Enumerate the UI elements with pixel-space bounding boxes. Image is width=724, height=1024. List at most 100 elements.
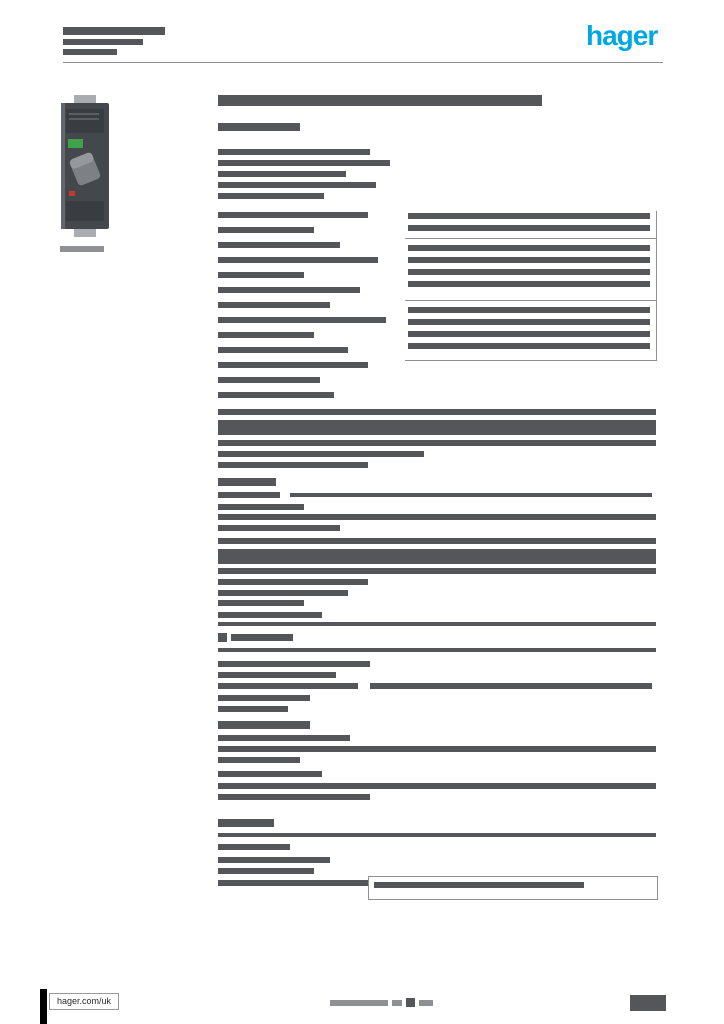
redacted-text-line xyxy=(218,317,386,323)
redacted-text-line xyxy=(218,149,370,155)
redacted-text-line xyxy=(218,440,656,446)
table-value-bar xyxy=(374,882,584,888)
section-heading-bar xyxy=(218,721,310,729)
redacted-text-line xyxy=(218,514,656,520)
redacted-text-line xyxy=(218,600,304,606)
table-value-bar xyxy=(408,225,650,231)
lower-panel xyxy=(66,201,104,221)
redacted-text-line xyxy=(218,504,304,510)
redacted-text-line xyxy=(218,302,330,308)
footer-mark-icon xyxy=(406,998,415,1007)
redacted-text-line xyxy=(218,757,300,763)
redacted-text-line xyxy=(218,868,314,874)
table-value-bar xyxy=(408,319,650,325)
redacted-text-line xyxy=(218,683,358,689)
vent-line xyxy=(69,113,99,115)
redacted-text-line xyxy=(218,538,656,544)
table-value-bar xyxy=(408,257,650,263)
redacted-text-line xyxy=(218,844,290,850)
redacted-text-line xyxy=(218,622,656,626)
paragraph-block-bar xyxy=(218,549,656,564)
redacted-text-line xyxy=(218,182,376,188)
table-value-bar xyxy=(408,269,650,275)
redacted-text-line xyxy=(290,493,652,497)
redacted-text-line xyxy=(218,579,368,585)
section-heading-bar xyxy=(218,123,300,131)
redacted-text-line xyxy=(218,783,656,789)
redacted-text-line xyxy=(218,257,378,263)
redacted-text-line xyxy=(218,362,368,368)
product-caption-bar xyxy=(60,246,104,252)
redacted-text-line xyxy=(218,272,304,278)
footer-text-bar xyxy=(419,1000,433,1006)
redacted-text-line xyxy=(218,332,314,338)
section-heading-bar xyxy=(218,819,274,827)
section-heading-bar xyxy=(218,478,276,486)
table-value-bar xyxy=(408,245,650,251)
redacted-text-line xyxy=(218,287,360,293)
redacted-text-line xyxy=(218,648,656,652)
upper-panel xyxy=(66,109,104,133)
list-bullet-square xyxy=(218,633,227,642)
redacted-text-line xyxy=(218,746,656,752)
redacted-text-line xyxy=(218,695,310,701)
redacted-text-line xyxy=(218,171,346,177)
page-number-block xyxy=(630,995,666,1011)
redacted-text-line xyxy=(218,771,322,777)
hager-logo: hager xyxy=(586,20,658,51)
toggle-lever xyxy=(69,152,101,186)
table-divider xyxy=(405,238,657,239)
value-outline-box xyxy=(368,876,658,900)
header-divider xyxy=(63,62,663,63)
redacted-text-line xyxy=(218,377,320,383)
table-value-bar xyxy=(370,683,652,689)
redacted-text-line xyxy=(218,160,390,166)
redacted-text-line xyxy=(218,833,656,837)
table-value-bar xyxy=(408,331,650,337)
redacted-text-line xyxy=(218,590,348,596)
table-value-bar xyxy=(408,343,650,349)
din-clip-top xyxy=(74,95,96,105)
table-value-bar xyxy=(408,213,650,219)
redacted-text-line xyxy=(218,568,656,574)
header-date-line xyxy=(63,49,117,55)
table-value-bar xyxy=(408,281,650,287)
status-indicator xyxy=(69,191,75,196)
table-value-bar xyxy=(408,307,650,313)
redacted-text-line xyxy=(218,392,334,398)
redacted-text-line xyxy=(218,672,336,678)
din-clip-bottom xyxy=(74,227,96,237)
redacted-text-line xyxy=(218,612,322,618)
redacted-text-line xyxy=(218,212,368,218)
redacted-text-line xyxy=(218,409,656,415)
table-divider xyxy=(405,300,657,301)
header-product-description-line xyxy=(63,39,143,45)
body-highlight xyxy=(61,103,65,229)
redacted-text-line xyxy=(218,525,340,531)
footer-text-bar xyxy=(392,1000,402,1006)
rating-label xyxy=(68,139,83,148)
redacted-text-line xyxy=(218,492,280,498)
redacted-text-line xyxy=(218,661,370,667)
redacted-text-line xyxy=(218,462,368,468)
redacted-text-line xyxy=(218,193,324,199)
redacted-text-line xyxy=(218,242,340,248)
section-heading-bar xyxy=(231,634,293,641)
header-product-reference-line xyxy=(63,27,165,35)
redacted-text-line xyxy=(218,857,330,863)
paragraph-block-bar xyxy=(218,420,656,435)
print-registration-mark xyxy=(40,989,47,1024)
redacted-text-line xyxy=(218,794,370,800)
redacted-text-line xyxy=(218,227,314,233)
redacted-text-line xyxy=(218,880,368,886)
redacted-text-line xyxy=(218,347,348,353)
footer-website-link[interactable]: hager.com/uk xyxy=(49,993,120,1010)
vent-line xyxy=(69,118,99,120)
redacted-text-line xyxy=(218,451,424,457)
redacted-text-line xyxy=(218,706,288,712)
product-photo xyxy=(61,95,109,237)
table-divider xyxy=(405,360,657,361)
page-title-bar xyxy=(218,95,542,106)
redacted-text-line xyxy=(218,735,350,741)
